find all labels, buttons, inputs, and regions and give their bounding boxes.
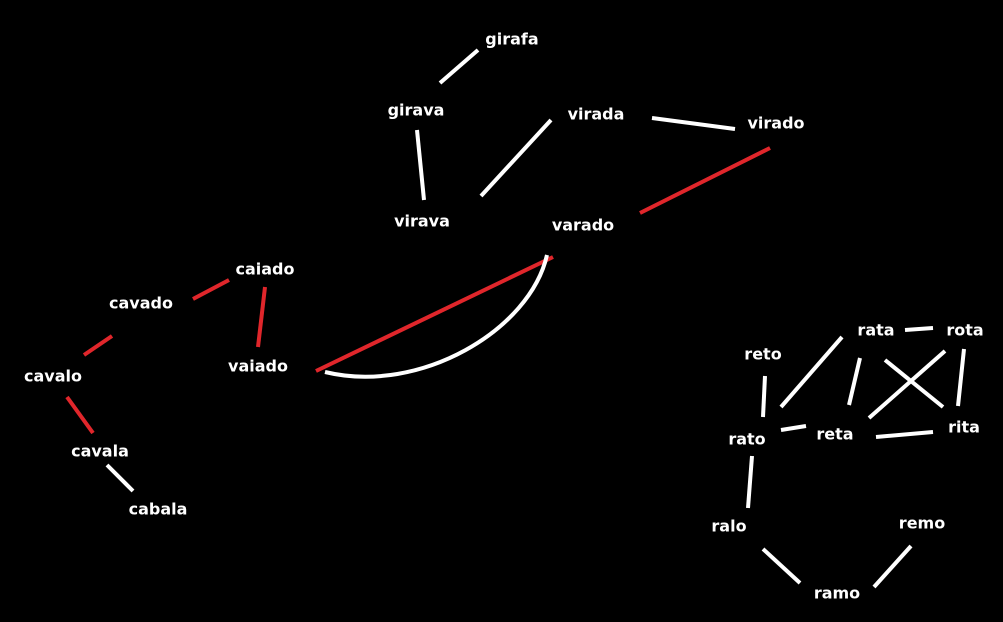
word-node-rita: rita	[948, 418, 980, 437]
word-node-virava: virava	[394, 212, 450, 231]
edge-vaiado-varado-curve	[324, 254, 549, 379]
word-node-varado: varado	[552, 216, 614, 235]
edge-rato-reta	[780, 424, 807, 432]
edge-cavala-cabala	[105, 463, 135, 493]
edge-rato-ralo	[746, 455, 754, 509]
edge-rato-reto	[761, 375, 767, 418]
word-node-vaiado: vaiado	[228, 357, 288, 376]
edge-caiado-vaiado	[256, 286, 267, 348]
edge-varado-virado	[639, 146, 771, 215]
word-node-reta: reta	[816, 425, 853, 444]
edge-rota-rita	[956, 348, 966, 407]
edge-rata-rota	[904, 326, 934, 332]
edge-girava-virava	[415, 129, 426, 201]
word-node-reto: reto	[744, 345, 781, 364]
word-node-ralo: ralo	[711, 517, 746, 536]
edge-cavado-caiado	[192, 278, 230, 301]
word-node-cavado: cavado	[109, 294, 173, 313]
labels-layer: girafa girava virada virado virava varado caia…	[24, 30, 984, 603]
edge-rato-rata	[779, 335, 844, 409]
word-node-ramo: ramo	[814, 584, 860, 603]
edge-rota-reta	[867, 349, 947, 420]
word-node-virada: virada	[568, 105, 625, 124]
edge-girava-girafa	[438, 48, 480, 85]
edge-rata-rita	[883, 358, 945, 409]
word-node-caiado: caiado	[235, 260, 294, 279]
word-node-rota: rota	[946, 321, 983, 340]
edge-virava-virada	[479, 118, 553, 198]
word-node-cavala: cavala	[71, 442, 129, 461]
edge-reta-rata	[847, 357, 862, 406]
word-node-virado: virado	[747, 114, 804, 133]
edges-layer	[65, 48, 966, 589]
word-node-cabala: cabala	[129, 500, 188, 519]
edge-ralo-ramo	[761, 547, 802, 585]
edge-vaiado-varado	[315, 255, 554, 373]
edge-reta-rita	[875, 430, 934, 439]
word-node-rata: rata	[857, 321, 894, 340]
edge-cavalo-cavala	[65, 395, 95, 435]
word-node-girava: girava	[388, 101, 445, 120]
word-node-girafa: girafa	[485, 30, 538, 49]
edge-ramo-remo	[872, 544, 913, 589]
edge-cavalo-cavado	[82, 334, 114, 357]
edge-virada-virado	[651, 116, 736, 131]
word-node-cavalo: cavalo	[24, 367, 82, 386]
word-node-rato: rato	[728, 430, 765, 449]
word-node-remo: remo	[899, 514, 945, 533]
